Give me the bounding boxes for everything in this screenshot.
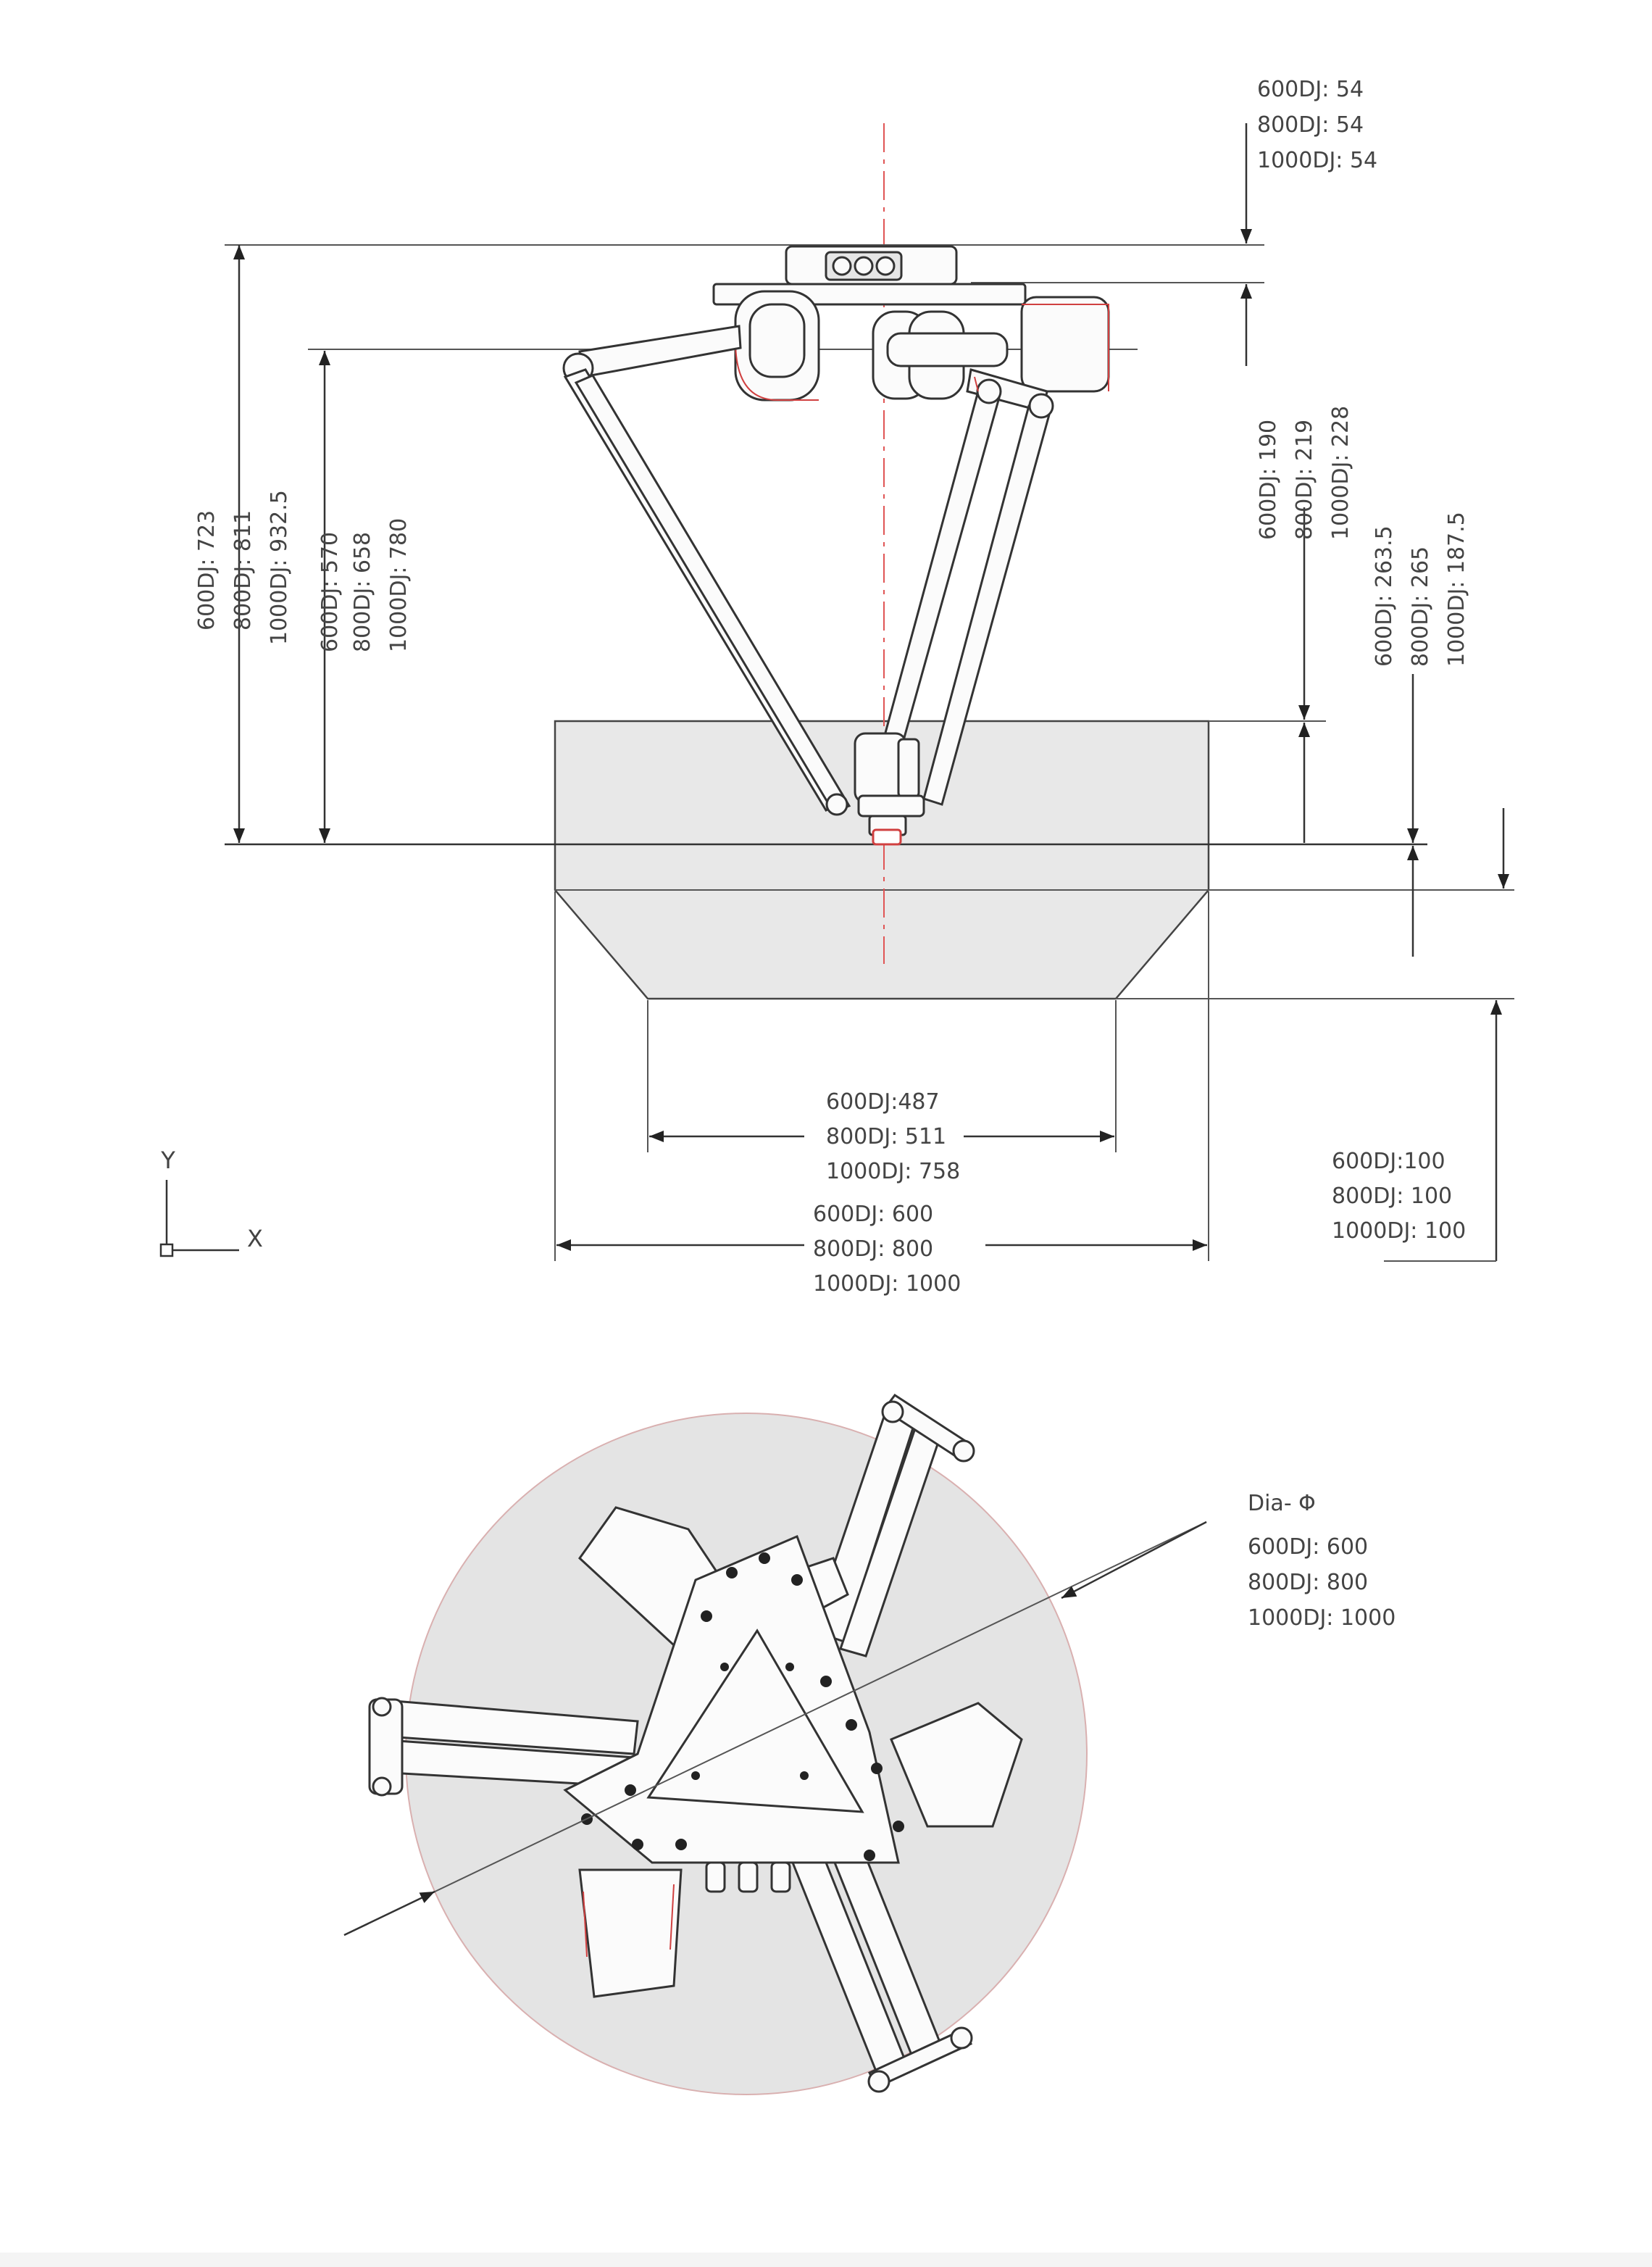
y-axis-label: Y <box>160 1147 175 1174</box>
dim-workspace-upper: 600DJ: 190 800DJ: 219 1000DJ: 228 <box>1256 406 1353 540</box>
left-arm <box>562 325 851 816</box>
right-arm <box>868 368 1054 806</box>
svg-text:1000DJ: 780: 1000DJ: 780 <box>386 518 412 652</box>
dim-workspace-mid: 600DJ: 263.5 800DJ: 265 1000DJ: 187.5 <box>1372 512 1469 667</box>
svg-text:1000DJ: 1000: 1000DJ: 1000 <box>813 1271 961 1297</box>
svg-text:Dia- Φ: Dia- Φ <box>1248 1491 1316 1516</box>
coordinate-axes: Y X <box>159 1147 263 1257</box>
svg-text:600DJ: 600: 600DJ: 600 <box>813 1202 933 1227</box>
svg-text:800DJ: 54: 800DJ: 54 <box>1257 112 1364 138</box>
dim-full-width: 600DJ: 600 800DJ: 800 1000DJ: 1000 <box>813 1202 961 1297</box>
top-view: Dia- Φ 600DJ: 600 800DJ: 800 1000DJ: 100… <box>343 1393 1396 2095</box>
svg-text:800DJ: 811: 800DJ: 811 <box>230 510 256 631</box>
svg-text:600DJ: 263.5: 600DJ: 263.5 <box>1372 525 1397 667</box>
svg-text:600DJ: 54: 600DJ: 54 <box>1257 77 1364 102</box>
svg-text:800DJ: 800: 800DJ: 800 <box>813 1236 933 1262</box>
x-axis-label: X <box>247 1225 263 1252</box>
motor-housing-bottom <box>578 1868 683 1998</box>
end-effector <box>854 732 925 846</box>
svg-text:1000DJ: 100: 1000DJ: 100 <box>1332 1218 1466 1244</box>
svg-text:1000DJ: 228: 1000DJ: 228 <box>1328 406 1353 540</box>
svg-text:1000DJ: 1000: 1000DJ: 1000 <box>1248 1605 1396 1631</box>
top-arm-lower-right <box>788 1829 973 2093</box>
svg-text:600DJ: 570: 600DJ: 570 <box>317 532 343 652</box>
dim-overall-height: 600DJ: 723 800DJ: 811 1000DJ: 932.5 <box>194 490 292 645</box>
top-arm-left <box>368 1697 639 1797</box>
center-plate <box>563 1534 904 1893</box>
dim-diameter: Dia- Φ 600DJ: 600 800DJ: 800 1000DJ: 100… <box>1248 1491 1396 1631</box>
top-arm-upper-right <box>766 1393 975 1657</box>
svg-text:800DJ: 800: 800DJ: 800 <box>1248 1570 1368 1595</box>
svg-text:800DJ: 265: 800DJ: 265 <box>1408 546 1433 667</box>
dim-top-offset: 600DJ: 54 800DJ: 54 1000DJ: 54 <box>1257 77 1377 173</box>
dim-bottom-width: 600DJ:487 800DJ: 511 1000DJ: 758 <box>826 1089 960 1184</box>
svg-text:600DJ: 190: 600DJ: 190 <box>1256 420 1281 540</box>
dim-arm-height: 600DJ: 570 800DJ: 658 1000DJ: 780 <box>317 518 412 652</box>
svg-text:800DJ: 219: 800DJ: 219 <box>1292 420 1317 540</box>
svg-text:600DJ: 600: 600DJ: 600 <box>1248 1534 1368 1560</box>
svg-text:1000DJ: 758: 1000DJ: 758 <box>826 1159 960 1184</box>
svg-text:800DJ: 100: 800DJ: 100 <box>1332 1184 1452 1209</box>
svg-text:800DJ: 658: 800DJ: 658 <box>350 532 375 652</box>
dim-bottom-height: 600DJ:100 800DJ: 100 1000DJ: 100 <box>1332 1149 1466 1244</box>
robot-base <box>712 245 1110 402</box>
bottom-strip <box>0 2253 1652 2267</box>
motor-housing-right <box>890 1702 1023 1828</box>
svg-text:1000DJ: 187.5: 1000DJ: 187.5 <box>1444 512 1469 667</box>
svg-text:600DJ:487: 600DJ:487 <box>826 1089 940 1115</box>
svg-text:1000DJ: 932.5: 1000DJ: 932.5 <box>267 490 292 645</box>
svg-text:600DJ:100: 600DJ:100 <box>1332 1149 1446 1174</box>
svg-text:1000DJ: 54: 1000DJ: 54 <box>1257 148 1377 173</box>
svg-text:800DJ: 511: 800DJ: 511 <box>826 1124 946 1149</box>
side-view: 600DJ: 54 800DJ: 54 1000DJ: 54 600DJ: 72… <box>159 77 1514 1305</box>
svg-text:600DJ: 723: 600DJ: 723 <box>194 510 220 631</box>
